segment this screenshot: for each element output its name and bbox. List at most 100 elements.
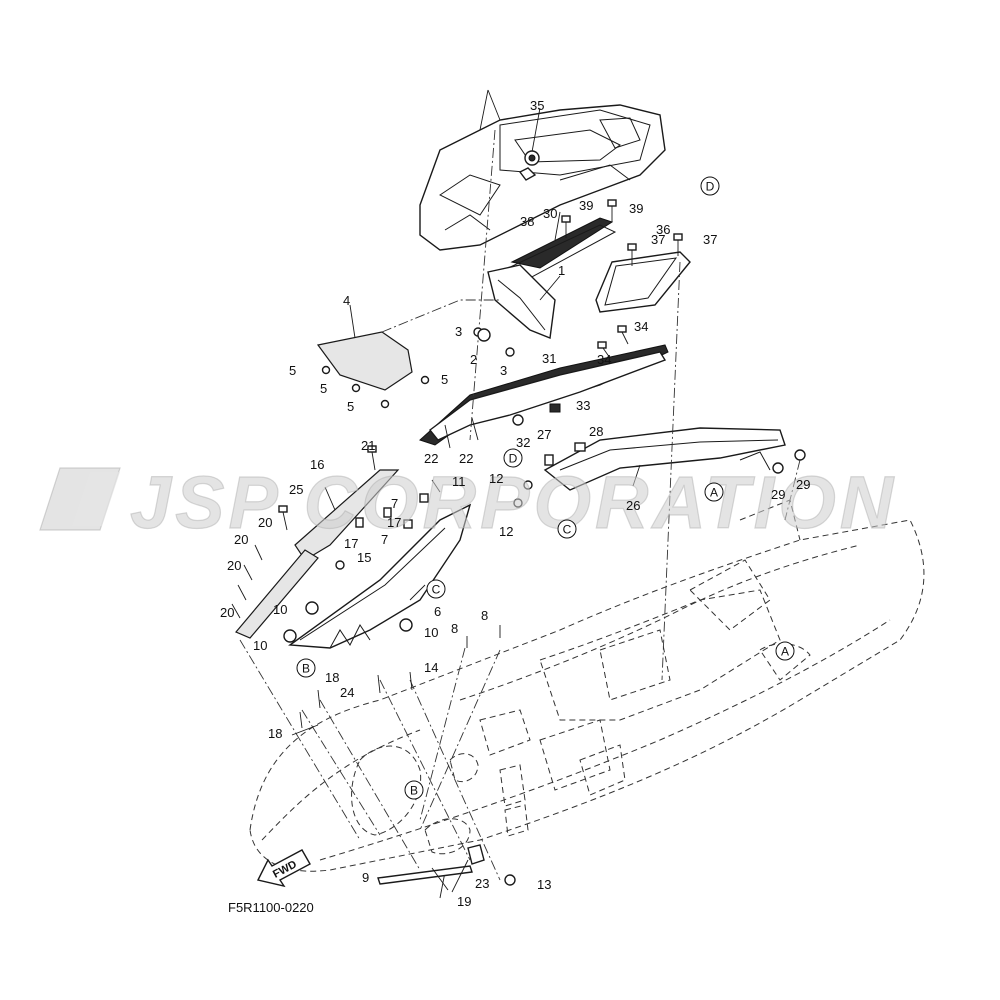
part-6-cover [288,503,472,649]
part-number-p13: 13 [537,877,551,892]
part-number-p17b: 17 [344,536,358,551]
part-number-p20a: 20 [258,515,272,530]
part-number-p8b: 8 [481,608,488,623]
part-number-p18a: 18 [325,670,339,685]
part-36-cover [595,251,691,313]
reference-marker-C2: C [426,579,446,599]
reference-marker-circle [404,780,424,800]
part-number-p7b: 7 [381,532,388,547]
part-number-p16: 16 [310,457,324,472]
part-number-p38: 38 [520,214,534,229]
reference-marker-letter: A [781,645,789,659]
part-number-p10b: 10 [253,638,267,653]
part-number-p26: 26 [626,498,640,513]
part-number-p5a: 5 [289,363,296,378]
part-number-p23: 23 [475,876,489,891]
part-number-p32: 32 [516,435,530,450]
part-number-p4: 4 [343,293,350,308]
part-number-p21: 21 [361,438,375,453]
part-1-center [487,264,556,339]
part-number-p19: 19 [457,894,471,909]
fwd-arrow: FWD [256,849,311,888]
watermark: JSP CORPORATION [39,460,897,545]
part-number-p37a: 37 [651,232,665,247]
reference-marker-letter: B [302,662,310,676]
hull-outline [249,499,925,872]
part-number-p3b: 3 [500,363,507,378]
reference-marker-letter: A [710,486,718,500]
reference-marker-D2: D [503,448,523,468]
part-number-p37b: 37 [703,232,717,247]
part-number-p7a: 7 [391,496,398,511]
reference-marker-letter: D [509,452,518,466]
part-number-p9: 9 [362,870,369,885]
part-number-p33: 33 [576,398,590,413]
reference-marker-A1: A [704,482,724,502]
part-number-p14: 14 [424,660,438,675]
part-26-rail [543,427,786,491]
part-20-strip [235,549,319,639]
reference-marker-C1: C [557,519,577,539]
part-number-p35a: 35 [530,98,544,113]
part-number-p5c: 5 [347,399,354,414]
reference-marker-circle [700,176,720,196]
part-number-p15: 15 [357,550,371,565]
reference-marker-circle [704,482,724,502]
part-number-p39a: 39 [579,198,593,213]
part-number-p2: 2 [470,352,477,367]
part-number-p22a: 22 [424,451,438,466]
part-number-p25: 25 [289,482,303,497]
part-number-p5d: 5 [441,372,448,387]
part-number-p36: 36 [656,222,670,237]
part-number-p1: 1 [558,263,565,278]
part-number-p31: 31 [542,351,556,366]
part-number-p10a: 10 [273,602,287,617]
part-number-p3a: 3 [455,324,462,339]
part-number-p12a: 12 [489,471,503,486]
part-number-p24: 24 [340,685,354,700]
part-number-p29a: 29 [771,487,785,502]
part-number-p8a: 8 [451,621,458,636]
watermark-text: JSP CORPORATION [130,461,897,544]
reference-marker-letter: C [432,583,441,597]
reference-marker-letter: D [706,180,715,194]
reference-marker-circle [557,519,577,539]
part-number-p6: 6 [434,604,441,619]
reference-marker-B2: B [404,780,424,800]
reference-marker-circle [296,658,316,678]
reference-marker-circle [426,579,446,599]
storage-tub [419,104,666,251]
part-number-p34a: 34 [634,319,648,334]
part-number-p29b: 29 [796,477,810,492]
part-number-p22b: 22 [459,451,473,466]
part-number-p30: 30 [543,206,557,221]
part-number-p34b: 34 [597,352,611,367]
part-number-p10c: 10 [424,625,438,640]
reference-marker-B1: B [296,658,316,678]
reference-marker-circle [775,641,795,661]
part-number-p20c: 20 [227,558,241,573]
part-31-bar [419,344,669,446]
part-number-p20d: 20 [220,605,234,620]
part-number-p28: 28 [589,424,603,439]
part-number-p17a: 17 [387,515,401,530]
part-number-p18b: 18 [268,726,282,741]
figure-code: F5R1100-0220 [228,900,314,915]
reference-marker-D1: D [700,176,720,196]
part-number-p39b: 39 [629,201,643,216]
reference-marker-letter: B [410,784,418,798]
part-number-p12b: 12 [499,524,513,539]
part-4-panel [316,299,500,391]
reference-marker-A2: A [775,641,795,661]
part-number-p27: 27 [537,427,551,442]
part-number-p20b: 20 [234,532,248,547]
leader-lines [239,89,801,899]
reference-marker-circle [503,448,523,468]
part-number-p11: 11 [452,474,466,489]
reference-markers: D D C C A A B B [296,176,795,800]
part-number-p5b: 5 [320,381,327,396]
hardware [231,150,806,893]
reference-marker-letter: C [563,523,572,537]
